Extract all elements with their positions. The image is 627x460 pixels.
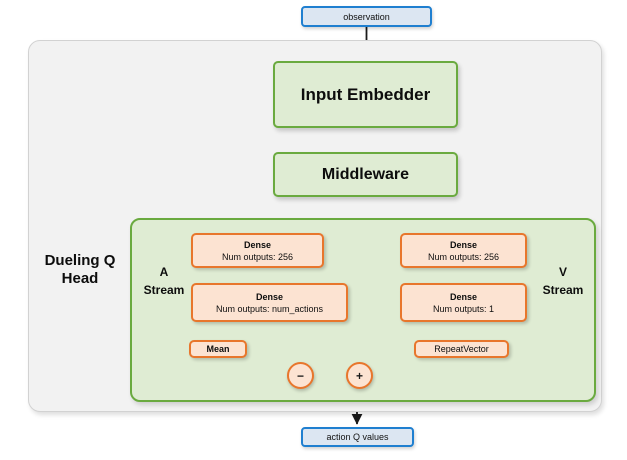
a-stream-dense-256-title: Dense bbox=[243, 239, 271, 250]
input-embedder-node: Input Embedder bbox=[273, 61, 458, 128]
a-stream-label-line2: Stream bbox=[143, 283, 185, 297]
add-operator-node: + bbox=[346, 362, 373, 389]
v-stream-dense-256-title: Dense bbox=[449, 239, 477, 250]
middleware-node: Middleware bbox=[273, 152, 458, 197]
action-q-values-label: action Q values bbox=[326, 432, 389, 442]
v-stream-label-line1: V bbox=[558, 265, 567, 279]
v-stream-dense-256-node: Dense Num outputs: 256 bbox=[400, 233, 527, 268]
a-stream-dense-actions-title: Dense bbox=[255, 291, 283, 302]
a-stream-label-line1: A bbox=[159, 265, 169, 279]
a-stream-dense-actions-node: Dense Num outputs: num_actions bbox=[191, 283, 348, 322]
v-stream-label-line2: Stream bbox=[542, 283, 584, 297]
mean-node: Mean bbox=[189, 340, 247, 358]
a-stream-dense-256-detail: Num outputs: 256 bbox=[221, 251, 294, 262]
add-operator-symbol: + bbox=[355, 368, 363, 383]
repeat-vector-node: RepeatVector bbox=[414, 340, 509, 358]
v-stream-dense-1-title: Dense bbox=[449, 291, 477, 302]
observation-node: observation bbox=[301, 6, 432, 27]
v-stream-dense-1-node: Dense Num outputs: 1 bbox=[400, 283, 527, 322]
dueling-q-head-label-line2: Head bbox=[61, 270, 99, 287]
v-stream-label: V Stream bbox=[536, 263, 590, 299]
v-stream-dense-1-detail: Num outputs: 1 bbox=[432, 303, 495, 314]
dueling-q-head-label: Dueling Q Head bbox=[32, 252, 128, 288]
v-stream-dense-256-detail: Num outputs: 256 bbox=[427, 251, 500, 262]
a-stream-dense-256-node: Dense Num outputs: 256 bbox=[191, 233, 324, 268]
dueling-q-head-label-line1: Dueling Q bbox=[44, 252, 116, 269]
subtract-operator-symbol: − bbox=[296, 368, 304, 383]
input-embedder-label: Input Embedder bbox=[300, 84, 431, 104]
middleware-label: Middleware bbox=[321, 165, 410, 183]
subtract-operator-node: − bbox=[287, 362, 314, 389]
mean-label: Mean bbox=[206, 344, 230, 354]
a-stream-label: A Stream bbox=[139, 263, 189, 299]
a-stream-dense-actions-detail: Num outputs: num_actions bbox=[215, 303, 324, 314]
observation-label: observation bbox=[343, 11, 390, 22]
action-q-values-node: action Q values bbox=[301, 427, 414, 447]
repeat-vector-label: RepeatVector bbox=[434, 344, 489, 354]
